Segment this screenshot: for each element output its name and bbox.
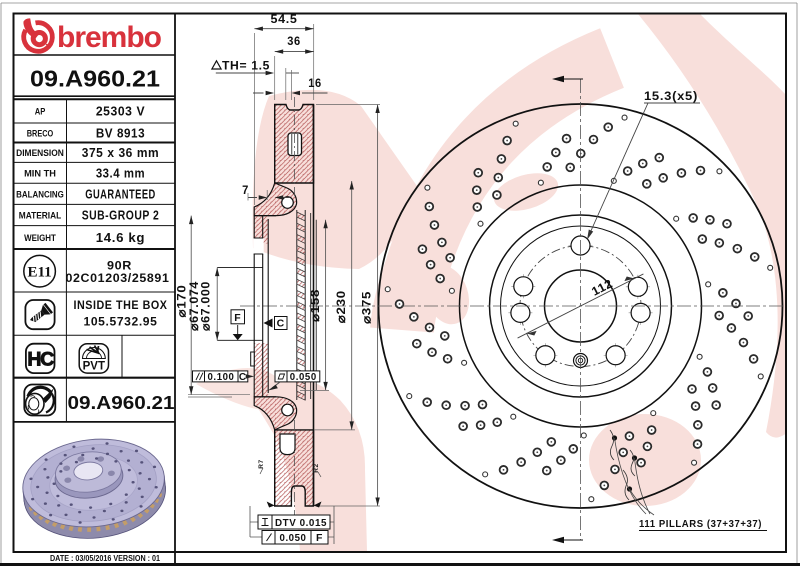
svg-text:0.100: 0.100 <box>208 372 235 383</box>
svg-text:MIN TH: MIN TH <box>24 168 56 179</box>
svg-text:14.6 kg: 14.6 kg <box>96 231 145 245</box>
svg-text:INSIDE THE BOX: INSIDE THE BOX <box>74 298 168 312</box>
svg-text:375 x 36 mm: 375 x 36 mm <box>82 146 160 160</box>
svg-text:DTV 0.015: DTV 0.015 <box>275 517 327 529</box>
svg-text:25303 V: 25303 V <box>96 105 145 119</box>
svg-text:GUARANTEED: GUARANTEED <box>85 187 156 201</box>
svg-text:54.5: 54.5 <box>271 14 298 26</box>
svg-text:brembo: brembo <box>57 21 162 54</box>
svg-text:DATE : 03/05/2016 VERSION : 01: DATE : 03/05/2016 VERSION : 01 <box>50 554 160 563</box>
svg-text:0.050: 0.050 <box>290 372 317 383</box>
svg-text:BRECO: BRECO <box>27 128 54 139</box>
svg-text:⌀158: ⌀158 <box>308 289 322 322</box>
svg-text:WEIGHT: WEIGHT <box>24 233 56 244</box>
svg-text:AP: AP <box>35 107 46 118</box>
svg-text:DIMENSION: DIMENSION <box>16 148 64 159</box>
svg-text:F: F <box>234 312 241 324</box>
svg-text:33.4 mm: 33.4 mm <box>96 166 145 180</box>
svg-text:⌀170: ⌀170 <box>175 285 189 318</box>
svg-text:MATERIAL: MATERIAL <box>19 211 62 222</box>
svg-text:36: 36 <box>287 36 301 48</box>
svg-text:⌀230: ⌀230 <box>334 290 348 323</box>
svg-text:E11: E11 <box>28 265 52 281</box>
svg-text:⌀375: ⌀375 <box>359 291 373 324</box>
svg-text:F: F <box>316 532 323 544</box>
svg-text:R2: R2 <box>313 463 320 473</box>
svg-text:R7: R7 <box>258 459 265 469</box>
svg-text:09.A960.21: 09.A960.21 <box>30 66 160 92</box>
svg-text:⌀67.000: ⌀67.000 <box>199 281 213 331</box>
svg-text:C: C <box>239 372 247 383</box>
svg-text:16: 16 <box>308 78 322 90</box>
svg-text:0.050: 0.050 <box>280 532 307 544</box>
svg-text:15.3(x5): 15.3(x5) <box>644 91 698 103</box>
svg-text:111 PILLARS (37+37+37): 111 PILLARS (37+37+37) <box>639 519 762 530</box>
svg-text:⌀67.074: ⌀67.074 <box>187 281 201 331</box>
svg-text:105.5732.95: 105.5732.95 <box>84 315 158 329</box>
svg-text:BALANCING: BALANCING <box>16 189 64 200</box>
svg-text:SUB-GROUP 2: SUB-GROUP 2 <box>82 209 160 223</box>
svg-text:BV 8913: BV 8913 <box>96 126 145 140</box>
svg-text:09.A960.21: 09.A960.21 <box>68 393 175 413</box>
svg-text:HC: HC <box>27 349 54 371</box>
svg-text:7: 7 <box>242 185 249 197</box>
svg-text:TH= 1.5: TH= 1.5 <box>222 61 270 73</box>
svg-text:02C01203/25891: 02C01203/25891 <box>66 271 170 285</box>
svg-text:90R: 90R <box>107 259 132 273</box>
svg-text:PVT: PVT <box>83 361 105 373</box>
svg-text:C: C <box>277 318 285 330</box>
